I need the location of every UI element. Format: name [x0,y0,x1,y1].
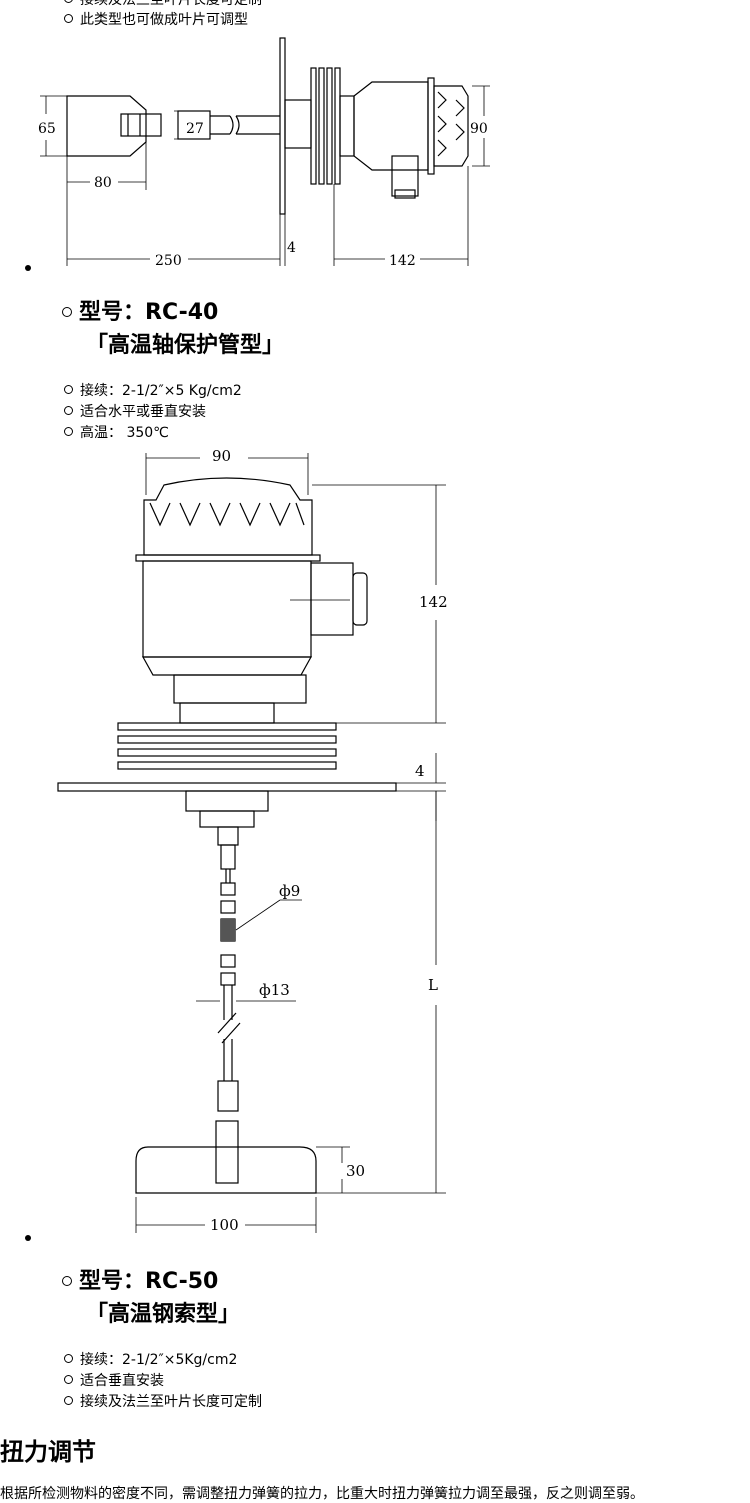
dim-65: 65 [38,121,56,137]
dim-250: 250 [155,253,182,269]
dim-dia-9: ф9 [279,882,300,900]
circle-bullet-icon [64,385,73,394]
spec-item: 适合垂直安装 [64,1371,164,1392]
model-title-rc40: 型号：RC-40 [62,297,218,329]
dim-90: 90 [470,121,488,137]
technical-drawing-vertical: 90 142 4 ф9 ф13 L 30 100 [57,447,448,1234]
circle-bullet-icon [64,406,73,415]
dim-80: 80 [94,175,112,191]
circle-bullet-icon [64,1396,73,1405]
dim-flange-4: 4 [415,762,425,780]
spec-item: 高温： 350℃ [64,423,169,444]
circle-bullet-icon [64,1375,73,1384]
dim-height-142: 142 [419,593,448,611]
bullet-dot-icon [25,265,31,271]
model-subtitle-rc40: 「高温轴保护管型」 [86,333,285,358]
bullet-dot-icon [25,1235,31,1241]
circle-bullet-icon [64,1354,73,1363]
dim-142: 142 [389,253,416,269]
spec-item: 接续：2-1/2″×5Kg/cm2 [64,1350,237,1371]
dim-27: 27 [186,121,204,137]
technical-drawing-horizontal: 65 27 90 80 250 4 142 [38,37,490,269]
section-paragraph: 根据所检测物料的密度不同，需调整扭力弹簧的拉力，比重大时扭力弹簧拉力调至最强，反… [0,1486,644,1502]
dim-blade-100: 100 [210,1216,239,1234]
dim-blade-30: 30 [346,1162,365,1180]
spec-item: 适合水平或垂直安装 [64,402,206,423]
list-item: 此类型也可做成叶片可调型 [64,10,248,31]
section-heading: 扭力调节 [0,1438,96,1466]
circle-bullet-icon [64,14,73,23]
dim-width-90: 90 [212,447,231,465]
circle-bullet-icon [64,0,73,3]
circle-bullet-icon [62,307,72,317]
spec-item: 接续及法兰至叶片长度可定制 [64,1392,262,1413]
spec-item: 接续：2-1/2″×5 Kg/cm2 [64,381,242,402]
circle-bullet-icon [62,1276,72,1286]
circle-bullet-icon [64,427,73,436]
dim-4: 4 [287,240,296,256]
model-subtitle-rc50: 「高温钢索型」 [86,1302,241,1327]
list-item: 接续及法兰至叶片长度可定制 [64,0,262,11]
dim-dia-13: ф13 [259,981,290,999]
dim-length-L: L [428,976,438,994]
model-title-rc50: 型号：RC-50 [62,1266,218,1298]
